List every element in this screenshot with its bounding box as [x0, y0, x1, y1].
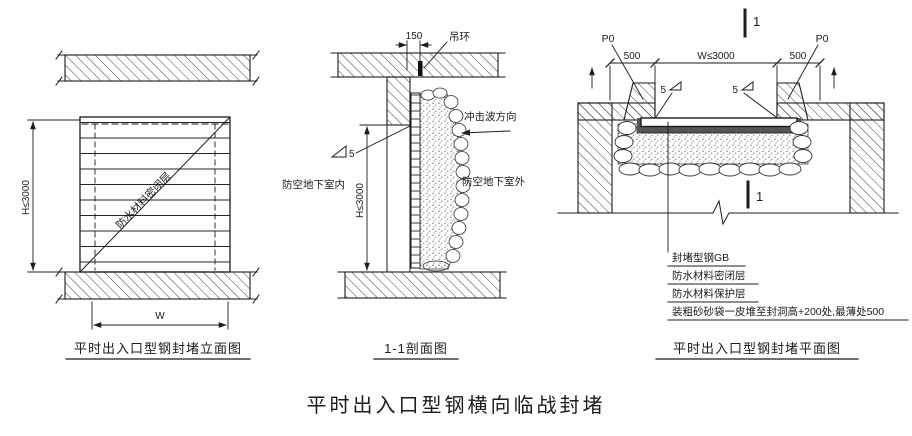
- p0-left-label: P0: [602, 33, 615, 45]
- dim-w3000: W≤3000: [697, 51, 735, 62]
- plan-notes: 封堵型钢GB 防水材料密闭层 防水材料保护层 装粗砂砂袋一皮堆至封洞高+200处…: [667, 121, 909, 321]
- plan-weld-left: 5: [655, 81, 682, 118]
- sandbag-pile: [419, 87, 471, 272]
- downstand-beam: [386, 76, 411, 126]
- note-protect-layer: 防水材料保护层: [672, 287, 746, 300]
- section-weld-size: 5: [349, 149, 355, 160]
- svg-text:平时出入口型钢封堵平面图: 平时出入口型钢封堵平面图: [673, 341, 841, 356]
- plan-dimension-chain: 500 W≤3000 500: [605, 51, 825, 101]
- plan-weld-right: 5: [732, 81, 777, 118]
- elevation-view: 防水材料密闭层 H≤3000 W 平时出入口型钢封堵立面图: [21, 50, 260, 360]
- elevation-height-dimension: H≤3000: [21, 119, 81, 273]
- section-cut-mark-top: 1: [743, 8, 760, 38]
- plan-caption: 平时出入口型钢封堵平面图: [655, 341, 859, 360]
- svg-text:平时出入口型钢封堵立面图: 平时出入口型钢封堵立面图: [74, 341, 242, 356]
- elevation-seal-panel: 防水材料密闭层: [79, 116, 231, 273]
- outside-room-label: 防空地下室外: [462, 175, 525, 188]
- section-caption: 1-1剖面图: [373, 341, 459, 360]
- shockwave-direction: 冲击波方向: [461, 110, 517, 136]
- section-height-dim-label: H≤3000: [355, 183, 366, 218]
- lifting-ring: 吊环: [418, 31, 470, 76]
- elevation-width-dimension: W: [91, 301, 229, 330]
- section-view: 150 吊环 冲击波方向: [282, 31, 525, 360]
- note-steel: 封堵型钢GB: [672, 251, 729, 264]
- section-bottom-slab: [337, 271, 507, 299]
- svg-text:5: 5: [732, 85, 738, 96]
- drawing-title: 平时出入口型钢横向临战封堵: [307, 394, 606, 417]
- elevation-height-dim-label: H≤3000: [21, 180, 32, 215]
- door-jamb-left: [623, 82, 656, 121]
- plan-walls: [577, 82, 885, 214]
- svg-text:1-1剖面图: 1-1剖面图: [384, 341, 448, 356]
- lifting-ring-label: 吊环: [449, 31, 470, 43]
- inside-room-label: 防空地下室内: [282, 178, 345, 191]
- svg-text:1: 1: [756, 189, 763, 204]
- note-seal-layer: 防水材料密闭层: [672, 269, 746, 282]
- svg-text:5: 5: [660, 85, 666, 96]
- svg-text:1: 1: [753, 14, 760, 29]
- elevation-caption: 平时出入口型钢封堵立面图: [65, 341, 251, 360]
- elevation-width-dim-label: W: [155, 311, 165, 322]
- plan-view: 1 1 P0 P0 500 W≤3000: [557, 8, 909, 360]
- elevation-bottom-slab: [55, 267, 260, 304]
- elevation-top-slab: [55, 50, 260, 86]
- door-jamb-right: [776, 82, 809, 121]
- plan-sandbags: [613, 121, 813, 177]
- section-weld-symbol: 5: [330, 125, 411, 160]
- dim-500-right: 500: [790, 51, 807, 62]
- plan-bottom-edge: [557, 199, 899, 226]
- plan-steel-plate: [636, 117, 802, 134]
- p0-right-label: P0: [816, 33, 829, 45]
- section-top-dim-label: 150: [406, 31, 423, 42]
- note-sandbag: 装粗砂砂袋一皮堆至封洞高+200处,最薄处500: [672, 305, 884, 318]
- section-cut-mark-bottom: 1: [746, 180, 763, 209]
- shockwave-label: 冲击波方向: [464, 110, 517, 123]
- dim-500-left: 500: [624, 51, 641, 62]
- section-height-dimension: H≤3000: [355, 124, 388, 271]
